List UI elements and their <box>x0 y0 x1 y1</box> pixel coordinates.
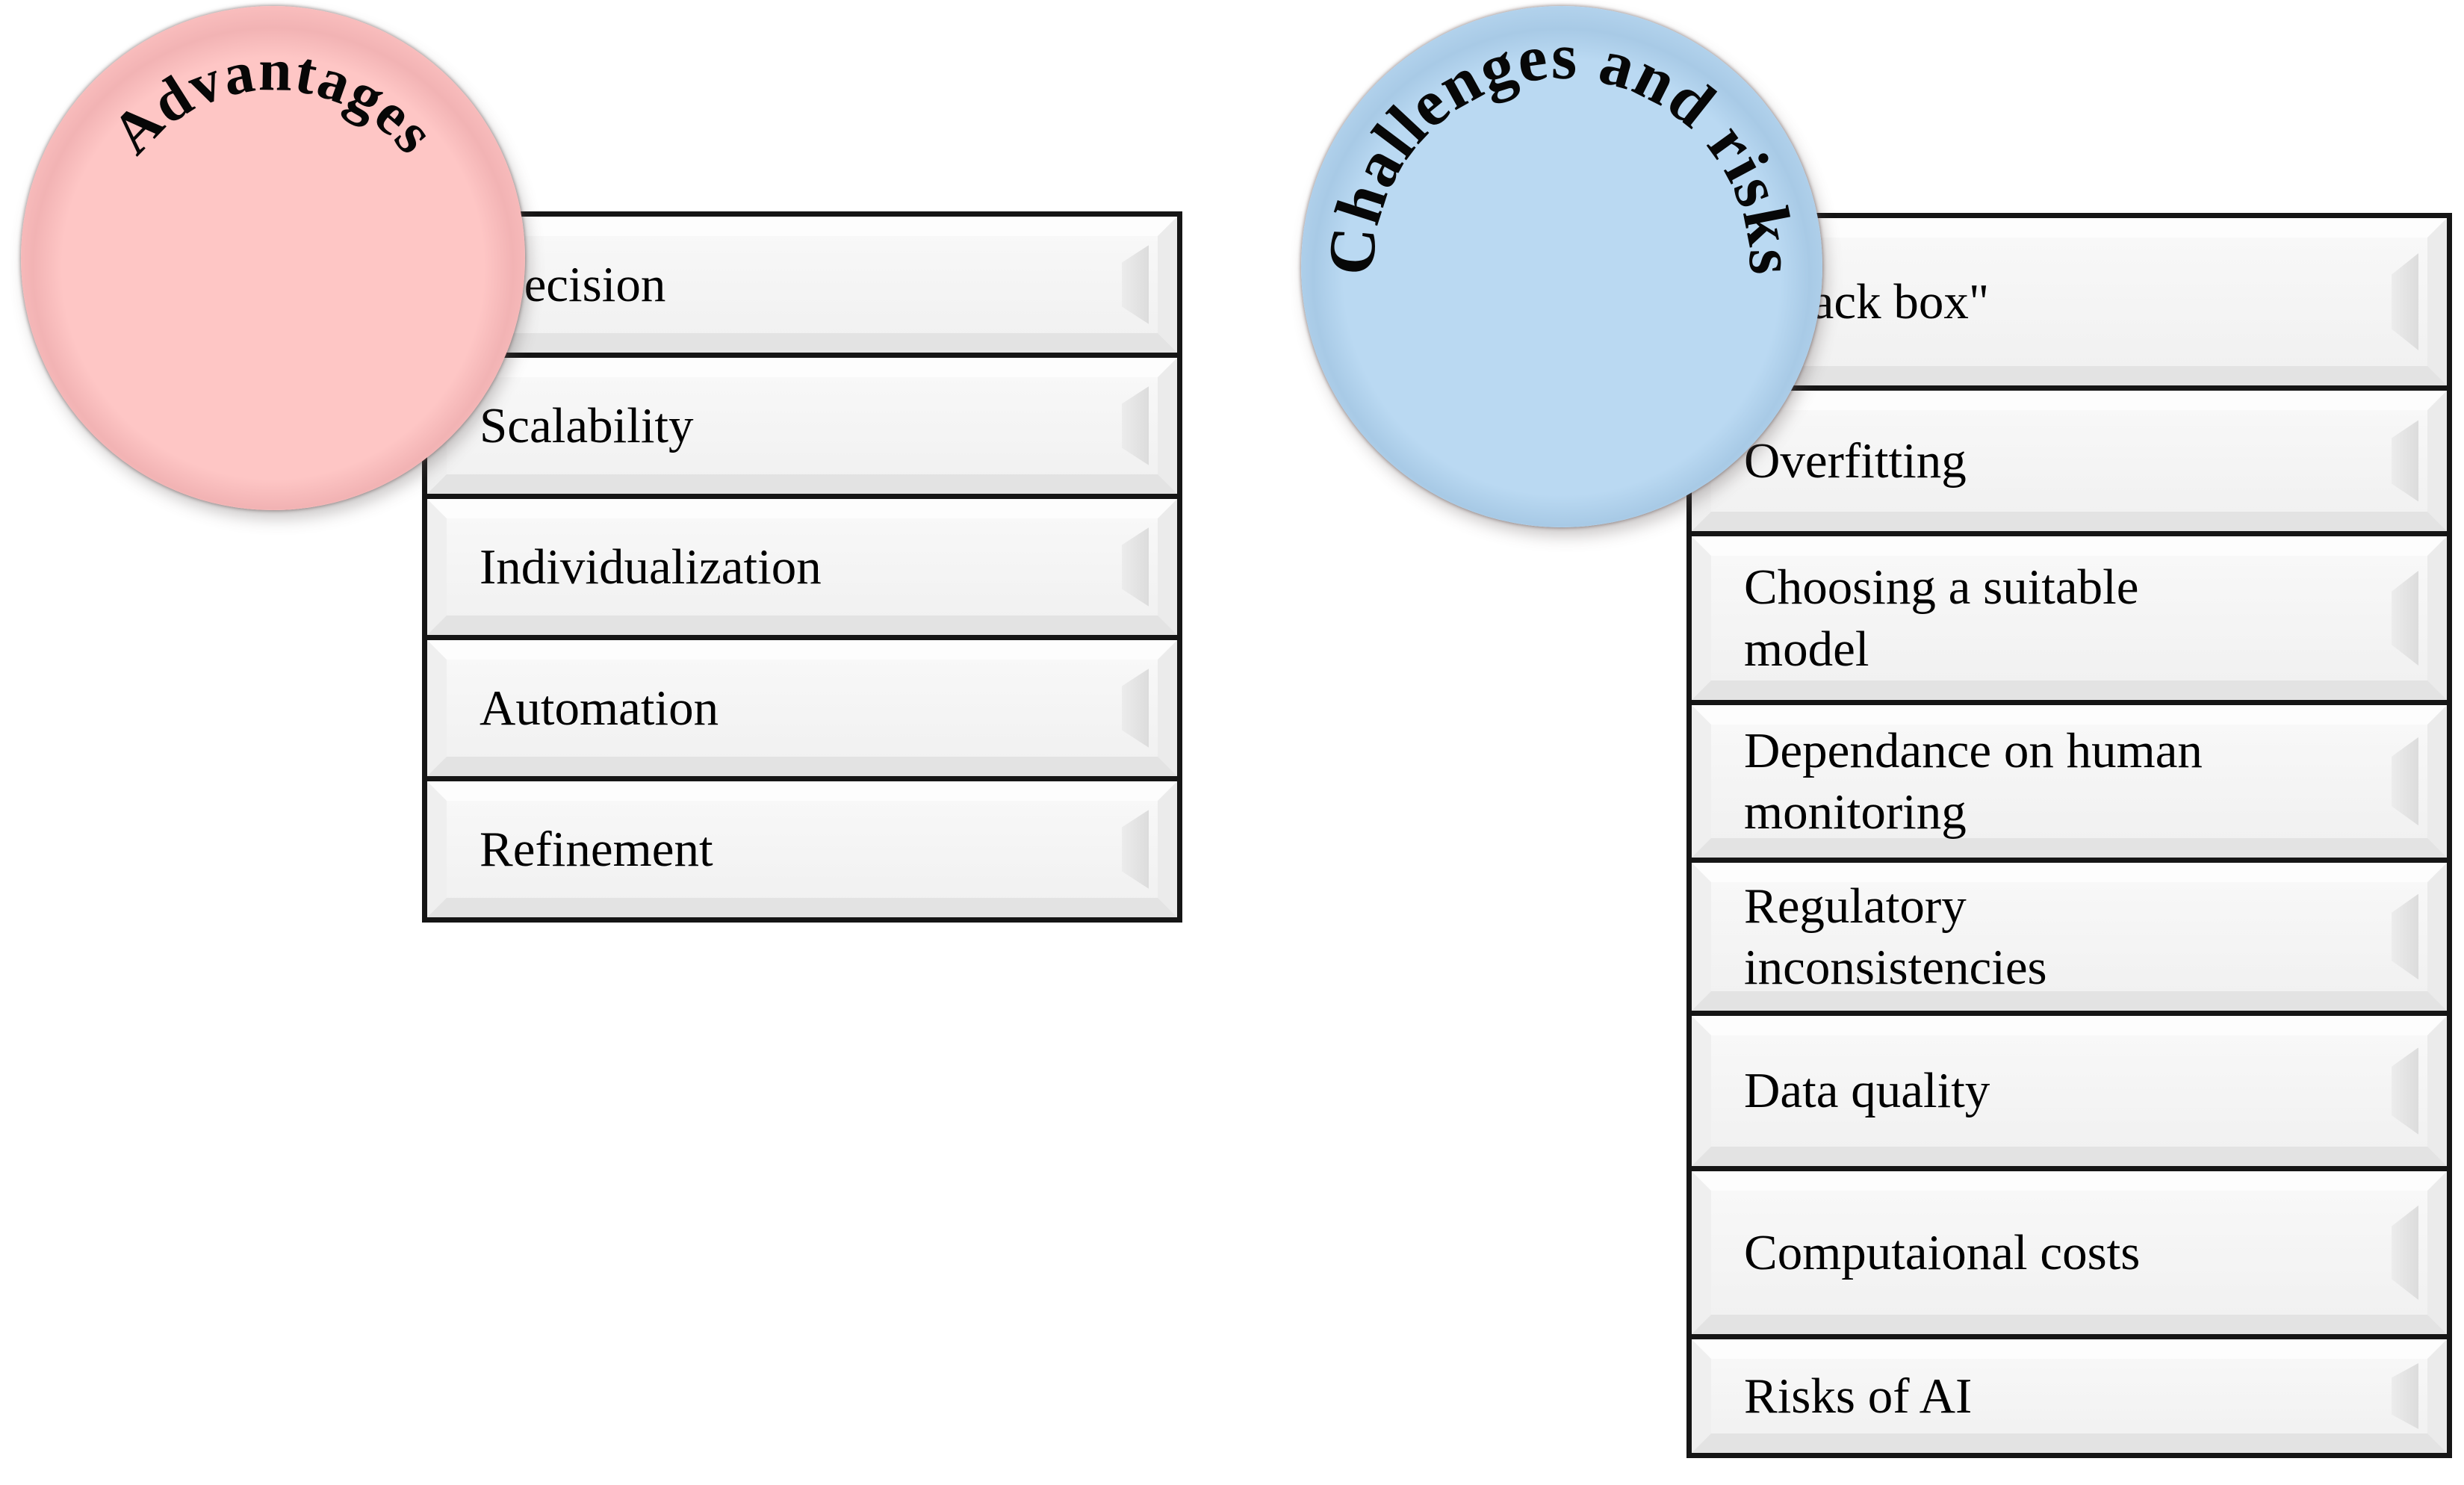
list-item: Overfitting <box>1686 385 2452 536</box>
list-item-text: Individualization <box>480 539 822 595</box>
list-item-label: Individualization <box>427 499 1177 635</box>
list-item-text: Automation <box>480 680 719 736</box>
list-item-label: Risks of AI <box>1692 1339 2447 1453</box>
list-item: Data quality <box>1686 1011 2452 1171</box>
list-item-label: Data quality <box>1692 1016 2447 1166</box>
list-item: Risks of AI <box>1686 1334 2452 1458</box>
list-item-label: Precision <box>427 217 1177 353</box>
list-item-label: Automation <box>427 640 1177 776</box>
list-item-label: Refinement <box>427 781 1177 917</box>
challenges-circle: Challenges and risks <box>1301 6 1822 527</box>
list-item-label: Regulatory inconsistencies <box>1692 863 2447 1011</box>
list-item-text: Risks of AI <box>1744 1368 1973 1424</box>
list-item: Refinement <box>422 776 1182 923</box>
challenges-title: Challenges and risks <box>1315 21 1806 278</box>
list-item-label: Overfitting <box>1692 391 2447 531</box>
advantages-curved-title: Advantages <box>99 37 448 167</box>
list-item-label: Dependance on human monitoring <box>1692 705 2447 858</box>
list-item-text: Data quality <box>1744 1063 1990 1119</box>
list-item: Computaional costs <box>1686 1166 2452 1339</box>
list-item-text: Overfitting <box>1744 433 1967 489</box>
list-item-text: Regulatory inconsistencies <box>1744 878 2047 995</box>
list-item-text: Dependance on human monitoring <box>1744 722 2203 840</box>
list-item: Individualization <box>422 494 1182 640</box>
list-item: Automation <box>422 635 1182 781</box>
list-item: Scalability <box>422 353 1182 499</box>
list-item: Regulatory inconsistencies <box>1686 858 2452 1016</box>
list-item-text: Refinement <box>480 821 713 877</box>
list-item-label: Computaional costs <box>1692 1171 2447 1334</box>
svg-text:Challenges and risks: Challenges and risks <box>1315 21 1807 278</box>
advantages-circle: Advantages <box>21 6 525 510</box>
challenges-curved-title: Challenges and risks <box>1315 21 1807 278</box>
list-item-text: Computaional costs <box>1744 1224 2141 1280</box>
advantages-title: Advantages <box>99 37 447 167</box>
list-item-label: Scalability <box>427 358 1177 494</box>
list-item: Dependance on human monitoring <box>1686 700 2452 863</box>
list-item-label: Choosing a suitable model <box>1692 536 2447 700</box>
list-item-text: Scalability <box>480 397 694 453</box>
list-item-text: Choosing a suitable model <box>1744 559 2139 677</box>
list-item: Precision <box>422 211 1182 358</box>
svg-text:Advantages: Advantages <box>99 37 448 167</box>
list-item: Choosing a suitable model <box>1686 531 2452 705</box>
